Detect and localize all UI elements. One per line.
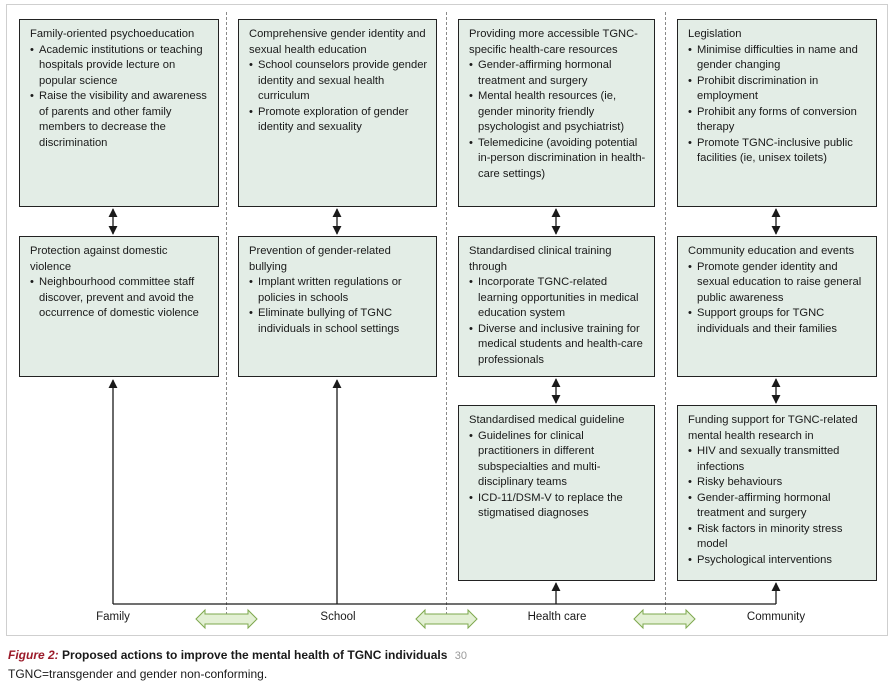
box-title: Comprehensive gender identity and sexual…	[249, 28, 426, 56]
bullet-item: ICD-11/DSM-V to replace the stigmatised …	[469, 491, 646, 522]
column-label-health-care: Health care	[527, 611, 587, 623]
bullet-item: Promote gender identity and sexual educa…	[688, 260, 868, 307]
column-divider	[665, 12, 666, 620]
bullet-item: School counselors provide gender identit…	[249, 58, 428, 105]
bullet-item: HIV and sexually transmitted infections	[688, 444, 868, 475]
bullet-item: Minimise difficulties in name and gender…	[688, 43, 868, 74]
box-community-education: Community education and events Promote g…	[677, 236, 877, 377]
box-title: Standardised medical guideline	[469, 414, 625, 426]
figure-number: Figure 2:	[8, 648, 59, 662]
bullet-item: Psychological interventions	[688, 553, 868, 569]
bullet-item: Promote exploration of gender identity a…	[249, 105, 428, 136]
bullet-item: Prohibit discrimination in employment	[688, 74, 868, 105]
bullet-item: Mental health resources (ie, gender mino…	[469, 89, 646, 136]
bullet-item: Promote TGNC-inclusive public facilities…	[688, 136, 868, 167]
box-health-resources: Providing more accessible TGNC-specific …	[458, 19, 655, 207]
box-title: Providing more accessible TGNC-specific …	[469, 28, 638, 56]
box-health-training: Standardised clinical training through I…	[458, 236, 655, 377]
figure-title: Proposed actions to improve the mental h…	[62, 648, 448, 662]
box-community-legislation: Legislation Minimise difficulties in nam…	[677, 19, 877, 207]
box-title: Family-oriented psychoeducation	[30, 28, 195, 40]
bullet-item: Incorporate TGNC-related learning opport…	[469, 275, 646, 322]
box-family-psychoeducation: Family-oriented psychoeducation Academic…	[19, 19, 219, 207]
abbreviation-note: TGNC=transgender and gender non-conformi…	[8, 667, 268, 681]
bullet-item: Academic institutions or teaching hospit…	[30, 43, 210, 90]
box-title: Standardised clinical training through	[469, 245, 612, 273]
bullet-item: Guidelines for clinical practitioners in…	[469, 429, 646, 491]
reference-number: 30	[454, 650, 467, 662]
bullet-item: Eliminate bullying of TGNC individuals i…	[249, 306, 428, 337]
column-label-school: School	[320, 611, 356, 623]
box-community-funding: Funding support for TGNC-related mental …	[677, 405, 877, 581]
bullet-item: Gender-affirming hormonal treatment and …	[688, 491, 868, 522]
box-family-domestic-violence: Protection against domestic violence Nei…	[19, 236, 219, 377]
bullet-item: Support groups for TGNC individuals and …	[688, 306, 868, 337]
bullet-item: Raise the visibility and awareness of pa…	[30, 89, 210, 151]
bullet-item: Risk factors in minority stress model	[688, 522, 868, 553]
bullet-item: Telemedicine (avoiding potential in-pers…	[469, 136, 646, 183]
bidirectional-arrow-family-school	[195, 608, 258, 630]
bullet-item: Gender-affirming hormonal treatment and …	[469, 58, 646, 89]
box-title: Funding support for TGNC-related mental …	[688, 414, 858, 442]
figure-caption: Figure 2: Proposed actions to improve th…	[8, 646, 467, 683]
bidirectional-arrow-health-community	[633, 608, 696, 630]
column-divider	[226, 12, 227, 620]
box-title: Protection against domestic violence	[30, 245, 168, 273]
bullet-item: Prohibit any forms of conversion therapy	[688, 105, 868, 136]
box-school-bullying: Prevention of gender-related bullying Im…	[238, 236, 437, 377]
caption-title-line: Figure 2: Proposed actions to improve th…	[8, 646, 467, 665]
box-title: Prevention of gender-related bullying	[249, 245, 391, 273]
column-divider	[446, 12, 447, 620]
bullet-item: Neighbourhood committee staff discover, …	[30, 275, 210, 322]
box-title: Legislation	[688, 28, 742, 40]
bullet-item: Risky behaviours	[688, 475, 868, 491]
column-label-community: Community	[746, 611, 806, 623]
box-school-education: Comprehensive gender identity and sexual…	[238, 19, 437, 207]
box-title: Community education and events	[688, 245, 855, 257]
box-health-guideline: Standardised medical guideline Guideline…	[458, 405, 655, 581]
bullet-item: Diverse and inclusive training for medic…	[469, 322, 646, 369]
column-label-family: Family	[96, 611, 130, 623]
bullet-item: Implant written regulations or policies …	[249, 275, 428, 306]
bidirectional-arrow-school-health	[415, 608, 478, 630]
